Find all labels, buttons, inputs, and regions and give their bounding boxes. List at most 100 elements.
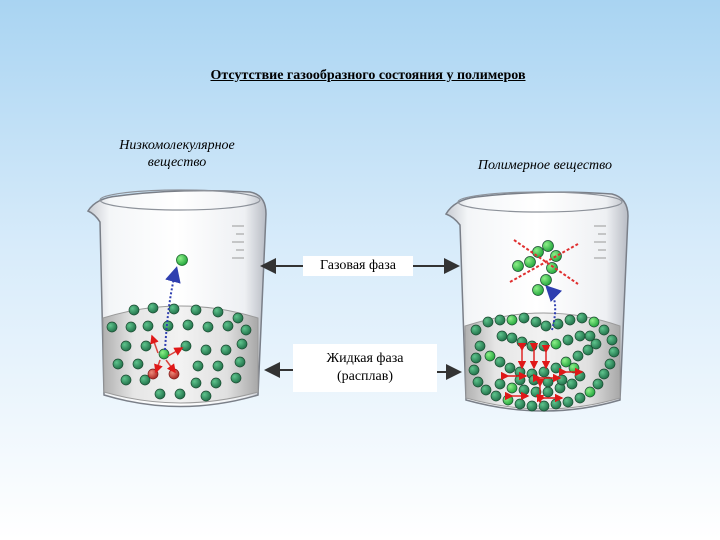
molecule [180,340,192,352]
chain-unit [608,346,620,358]
gas-phase-label: Газовая фаза [303,256,413,276]
molecule [154,388,166,400]
chain-unit [516,336,528,348]
molecule [190,304,202,316]
chain-unit [494,356,506,368]
chain-unit [562,396,574,408]
molecule [220,344,232,356]
chain-unit [588,316,600,328]
chain-unit [550,338,562,350]
chain-unit [494,378,506,390]
molecule [106,321,118,333]
molecule [132,358,144,370]
chain-unit [604,358,616,370]
molecule [120,340,132,352]
chain-unit [584,386,596,398]
chain-unit [484,350,496,362]
liquid-phase-label-line2: (расплав) [336,369,394,384]
molecule [174,388,186,400]
low-molecular-label-line1: Низкомолекулярное [119,138,235,153]
chain-unit [560,356,572,368]
molecule [190,377,202,389]
chain-unit [550,398,562,410]
chain-unit [576,312,588,324]
liquid-phase-label: Жидкая фаза (расплав) [293,344,437,392]
chain-unit [538,340,550,352]
gas-chain-unit [532,246,544,258]
chain-unit [506,382,518,394]
phase-pointer-arrows [260,258,462,380]
chain-unit [562,334,574,346]
right-escape-arrow [545,285,563,331]
gas-chain-unit [512,260,524,272]
chain-unit [482,316,494,328]
gas-molecule [176,254,188,266]
right-beaker [444,191,629,412]
molecule [200,344,212,356]
gas-chain-unit [532,284,544,296]
molecule [222,320,234,332]
right-bond-arrows [501,343,584,404]
molecule [240,324,252,336]
chain-unit [540,320,552,332]
chain-unit [474,340,486,352]
right-beaker-rim [457,191,623,213]
molecule [212,360,224,372]
chain-unit [506,314,518,326]
left-beaker-scale [232,225,244,259]
chain-unit [582,344,594,356]
molecule [128,304,140,316]
molecule [162,320,174,332]
molecule [200,390,212,402]
chain-unit [566,378,578,390]
chain-unit [590,338,602,350]
molecule [210,377,222,389]
low-molecular-label: Низкомолекулярное вещество [92,137,262,171]
chain-unit [598,368,610,380]
chain-unit [528,374,540,386]
chain-unit [514,398,526,410]
chain-unit [526,340,538,352]
chain-unit [574,392,586,404]
left-bond-arrows [150,334,184,374]
molecule [142,320,154,332]
chain-unit [490,390,502,402]
chain-unit [574,330,586,342]
molecule [236,338,248,350]
chain-unit [598,324,610,336]
gas-chain-unit [542,240,554,252]
chain-unit [550,362,562,374]
left-escape-arrow [164,266,181,351]
chain-unit [564,314,576,326]
chain-unit [542,386,554,398]
chain-unit [494,314,506,326]
gas-chain-unit [524,256,536,268]
chain-unit [468,364,480,376]
low-molecular-label-line2: вещество [147,155,207,170]
molecule [234,356,246,368]
chain-unit [502,394,514,406]
chain-unit [530,316,542,328]
chain-unit [480,384,492,396]
chain-unit [504,362,516,374]
chain-unit [556,374,568,386]
chain-unit [506,332,518,344]
chain-unit [496,330,508,342]
molecule [158,348,170,360]
molecule [120,374,132,386]
molecule [232,312,244,324]
polymer-label: Полимерное вещество [477,158,613,173]
gas-chain-unit [546,262,558,274]
left-beaker [86,189,267,408]
molecule [125,321,137,333]
page-title: Отсутствие газообразного состояния у пол… [210,68,526,83]
molecule [230,372,242,384]
molecule [139,374,151,386]
chain-unit [526,400,538,412]
chain-unit [472,376,484,388]
molecule [192,360,204,372]
left-beaker-rim [99,189,261,211]
molecule [182,319,194,331]
